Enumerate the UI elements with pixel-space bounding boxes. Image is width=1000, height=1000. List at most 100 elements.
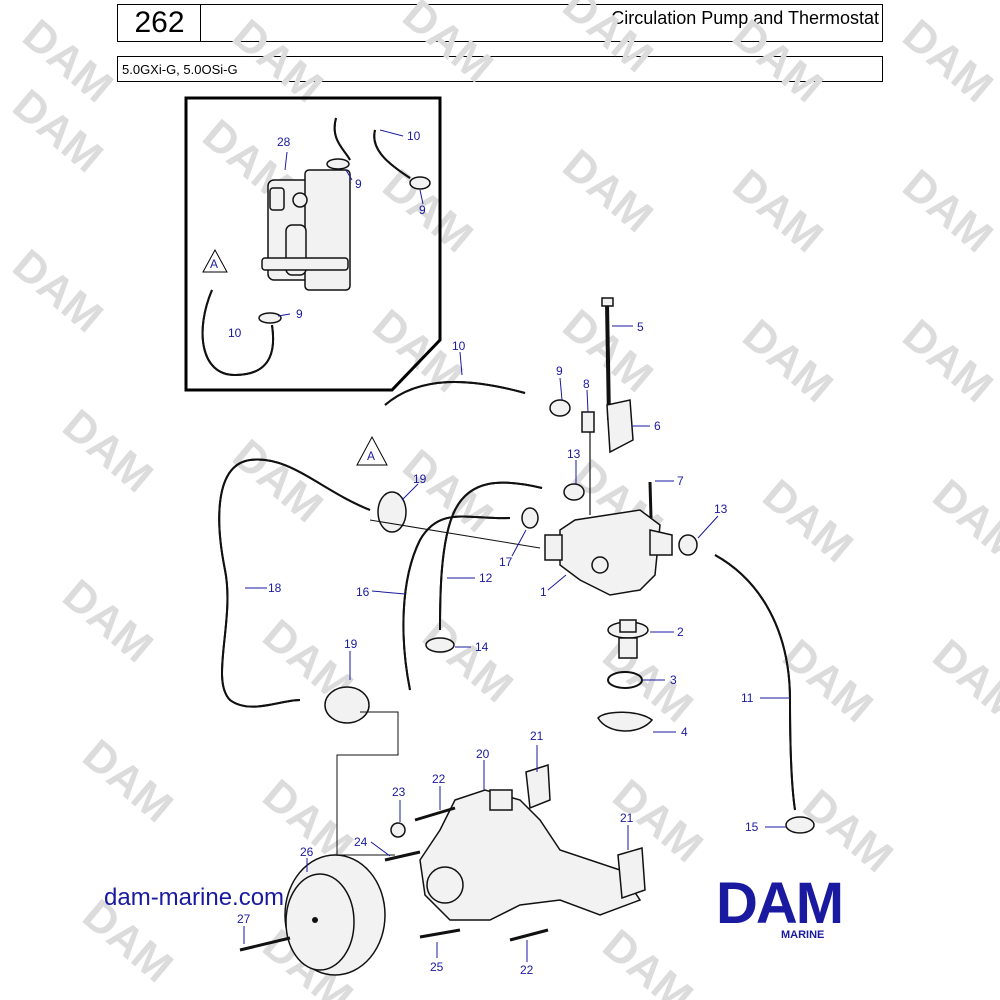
clamp-9-main	[549, 399, 571, 417]
clamp-19-upper	[377, 491, 407, 533]
callout-leaders	[243, 129, 790, 962]
watermark: DAM	[554, 140, 662, 242]
clamp-13-upper	[563, 483, 585, 501]
page-number: 262	[134, 6, 185, 39]
callout-8: 8	[583, 377, 590, 391]
callout-21: 21	[530, 729, 544, 743]
thermostat-2	[607, 619, 649, 659]
brand-logo: DAM	[716, 871, 844, 936]
callout-a: A	[210, 257, 218, 271]
callout-15: 15	[745, 820, 759, 834]
callout-6: 6	[654, 419, 661, 433]
hose-11-fill	[714, 554, 796, 811]
callout-9: 9	[296, 307, 303, 321]
clamp-13-right	[678, 534, 698, 556]
callout-22: 22	[432, 772, 446, 786]
clamp-9-inset-b	[409, 176, 431, 190]
clamp-9-inset-a	[326, 158, 350, 170]
hose-11	[714, 554, 796, 811]
hose-12-fill	[439, 481, 543, 631]
o-ring-3	[607, 671, 643, 689]
watermark: DAM	[924, 470, 1000, 572]
watermark: DAM	[594, 920, 702, 1000]
callout-20: 20	[476, 747, 490, 761]
bracket-6	[606, 399, 634, 454]
hose-10-inset-upper-b-fill	[373, 129, 411, 179]
model-list: 5.0GXi-G, 5.0OSi-G	[122, 62, 238, 77]
page-title: Circulation Pump and Thermostat	[611, 8, 879, 28]
inset-pump-assembly	[261, 169, 351, 291]
callout-5: 5	[637, 320, 644, 334]
bolt-27	[239, 936, 291, 952]
watermark: DAM	[724, 10, 832, 112]
callout-9: 9	[556, 364, 563, 378]
watermark: DAM	[54, 400, 162, 502]
hose-16-fill	[402, 515, 511, 691]
watermark: DAM	[74, 730, 182, 832]
reference-marker-a	[356, 435, 388, 466]
callout-21: 21	[620, 811, 634, 825]
callout-10: 10	[228, 326, 242, 340]
callout-16: 16	[356, 585, 370, 599]
pulley-26	[284, 854, 386, 976]
callout-1: 1	[540, 585, 547, 599]
callout-13: 13	[567, 447, 581, 461]
callout-9: 9	[355, 177, 362, 191]
watermark: DAM	[754, 470, 862, 572]
watermark: DAM	[724, 160, 832, 262]
brand-logo-subtitle: MARINE	[781, 929, 825, 941]
callout-12: 12	[479, 571, 493, 585]
leader-line-lower	[336, 711, 399, 856]
bolt-7	[648, 481, 653, 519]
clamp-15	[785, 816, 815, 834]
gasket-21-upper	[525, 763, 551, 810]
watermark: DAM	[924, 630, 1000, 732]
watermark: DAM	[734, 310, 842, 412]
callout-23: 23	[392, 785, 406, 799]
callout-10: 10	[452, 339, 466, 353]
callout-10: 10	[407, 129, 421, 143]
stud-22-upper	[414, 806, 456, 822]
callout-24: 24	[354, 835, 368, 849]
clamp-14	[425, 637, 455, 653]
callout-19: 19	[344, 637, 358, 651]
hose-10-inset-upper-a-fill	[333, 117, 351, 161]
thermostat-housing-1	[544, 509, 673, 596]
callout-4: 4	[681, 725, 688, 739]
callout-7: 7	[677, 474, 684, 488]
callout-labels: 28 10 9 9 A 10 9 5 10 9 8 6 A 13 7 19 13…	[210, 129, 759, 977]
watermark: DAM	[374, 160, 482, 262]
callout-25: 25	[430, 960, 444, 974]
stud-22-lower	[509, 928, 549, 942]
hose-10-main-fill	[384, 380, 526, 406]
callout-11: 11	[741, 691, 754, 705]
watermark: DAM	[414, 610, 522, 712]
hose-18-fill	[218, 458, 371, 708]
website-link[interactable]: dam-marine.com	[104, 884, 285, 911]
hose-10-main	[384, 380, 526, 406]
watermark: DAM	[554, 0, 662, 82]
watermark: DAM	[894, 10, 1000, 112]
watermark: DAM	[894, 160, 1000, 262]
watermark: DAM	[894, 310, 1000, 412]
clamp-17	[521, 507, 539, 529]
callout-9: 9	[419, 203, 426, 217]
watermark: DAM	[4, 240, 112, 342]
bolt-24	[384, 850, 421, 862]
callout-a: A	[367, 449, 375, 463]
detail-inset-frame	[184, 96, 442, 392]
clamp-19-lower	[324, 686, 370, 724]
circulation-pump-20	[419, 789, 642, 921]
gasket-21-lower	[617, 847, 646, 900]
callout-19: 19	[413, 472, 427, 486]
gasket-4	[597, 711, 654, 732]
hose-10-inset-lower-fill	[201, 289, 275, 377]
page-number-box: 262	[117, 4, 201, 42]
callout-3: 3	[670, 673, 677, 687]
callout-2: 2	[677, 625, 684, 639]
title-box: Circulation Pump and Thermostat	[200, 4, 883, 42]
callout-26: 26	[300, 845, 314, 859]
callout-14: 14	[475, 640, 489, 654]
assembly-line	[369, 519, 541, 549]
